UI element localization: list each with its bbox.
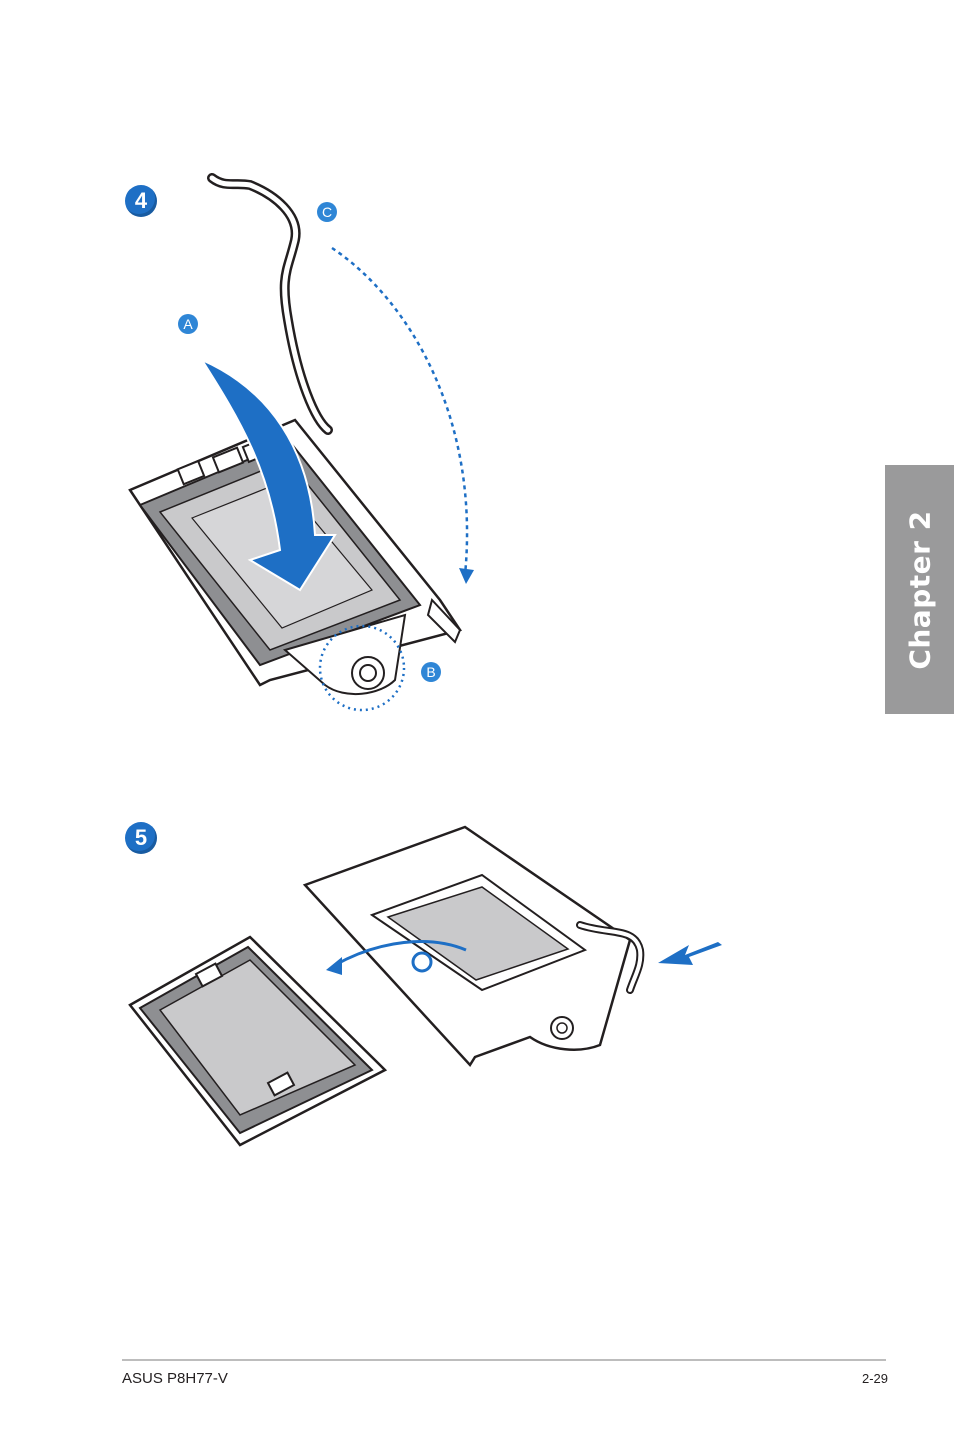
footer-page-number: 2-29	[862, 1371, 888, 1386]
chapter-tab-label: Chapter 2	[903, 510, 936, 669]
cpu-cover-removal-illustration	[110, 815, 750, 1165]
cpu-socket-close-illustration	[110, 160, 490, 720]
footer-product-name: ASUS P8H77-V	[122, 1370, 228, 1387]
footer-divider	[122, 1359, 886, 1361]
chapter-tab: Chapter 2	[885, 465, 954, 714]
